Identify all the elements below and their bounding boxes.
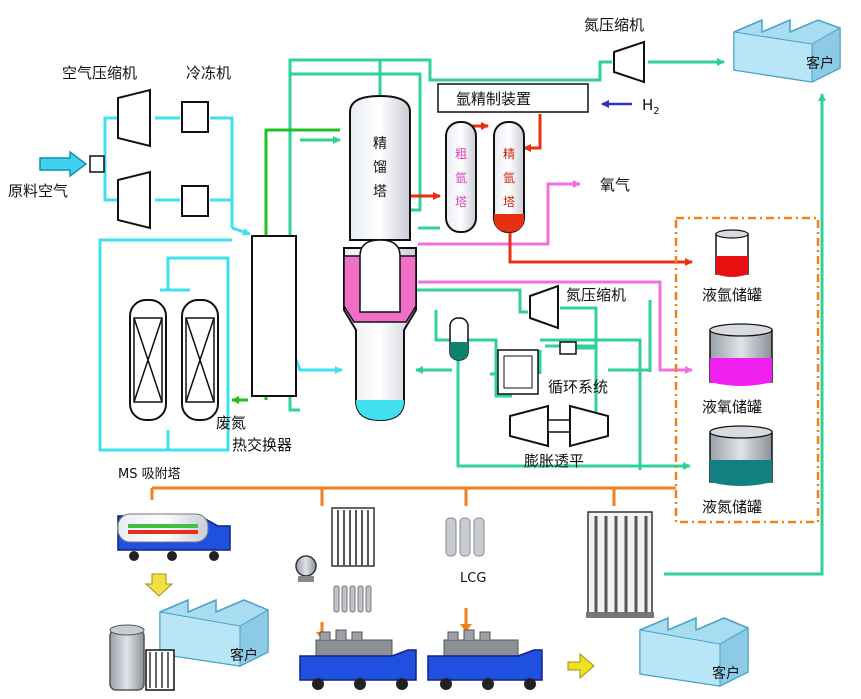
large-gas-rack: [586, 511, 654, 618]
gas-cylinders: [333, 585, 372, 613]
ms-adsorber-label: MS 吸附塔: [118, 467, 181, 482]
ms-adsorber-2: [181, 299, 219, 421]
storage-tanks-frame: [674, 216, 820, 524]
lcg-label: LCG: [460, 571, 486, 586]
tanker-truck: [117, 513, 231, 561]
column-char-1: 精: [373, 136, 387, 152]
crude-argon-char-1: 粗: [455, 147, 467, 161]
pure-argon-char-1: 精: [503, 147, 515, 161]
nitrogen-compressor-top-label: 氮压缩机: [584, 16, 644, 34]
refrigerator-group: 冷冻机: [181, 64, 231, 217]
nitrogen-compressor-mid: 氮压缩机: [529, 284, 626, 330]
air-filter: [89, 155, 105, 173]
refrigerator-1: [181, 101, 209, 133]
customer-building-bottom-right: 客户: [639, 616, 749, 687]
nitrogen-compressor-mid-label: 氮压缩机: [566, 286, 626, 304]
heat-exchanger: 热交换器 废氮: [216, 235, 297, 454]
liquid-argon-tank: 液氩储罐: [702, 229, 762, 304]
nitrogen-lines: [288, 58, 826, 576]
ms-adsorber-1: [129, 299, 167, 421]
liquid-nitrogen-tank: 液氮储罐: [702, 425, 773, 516]
argon-purifier-label: 氩精制装置: [456, 90, 531, 108]
customer-label-top: 客户: [806, 55, 834, 72]
heat-exchanger-label: 热交换器: [232, 436, 292, 454]
crude-argon-char-2: 氩: [455, 171, 467, 185]
air-compressor-label: 空气压缩机: [62, 64, 137, 82]
pure-argon-char-2: 氩: [503, 171, 515, 185]
column-char-2: 馏: [373, 160, 387, 176]
nitrogen-compressor-top: 氮压缩机: [584, 16, 645, 84]
raw-air-intake: 原料空气: [8, 150, 105, 200]
customer-label-bottom-left: 客户: [230, 647, 258, 664]
down-arrow-icon: [144, 573, 174, 597]
right-arrow-icon: [567, 652, 595, 680]
cycle-system-label: 循环系统: [548, 378, 608, 396]
cylinder-bundle-rack: [331, 507, 375, 567]
waste-nitrogen-label: 废氮: [216, 414, 246, 432]
distillation-column: 精 馏 塔: [343, 94, 417, 422]
liquid-argon-tank-label: 液氩储罐: [702, 286, 762, 304]
expansion-turbine-label: 膨胀透平: [524, 452, 584, 470]
crude-argon-column: 粗 氩 塔: [445, 121, 477, 233]
liquid-oxygen-tank-label: 液氧储罐: [702, 398, 762, 416]
separator-vessel: [449, 317, 469, 361]
refrigerator-label: 冷冻机: [186, 64, 231, 82]
raw-air-label: 原料空气: [8, 182, 68, 200]
flatbed-truck-2: [427, 629, 543, 690]
air-compressor-group: 空气压缩机: [62, 64, 151, 230]
onsite-storage-tank: [109, 624, 175, 691]
argon-purifier: 氩精制装置: [437, 83, 589, 113]
customer-building-bottom-left: 客户: [159, 598, 269, 667]
expansion-turbine: 膨胀透平: [509, 404, 609, 470]
raw-air-arrow-icon: [39, 150, 88, 178]
air-compressor-2: [117, 170, 151, 230]
crude-argon-char-3: 塔: [455, 195, 467, 209]
customer-label-bottom-right: 客户: [712, 665, 740, 682]
cycle-system: 循环系统: [497, 341, 608, 396]
h2-label: H2: [642, 96, 660, 117]
flatbed-truck-1: [299, 629, 417, 690]
air-compressor-1: [117, 88, 151, 148]
customer-building-top-right: 客户: [733, 18, 841, 83]
pure-argon-char-3: 塔: [503, 195, 515, 209]
refrigerator-2: [181, 185, 209, 217]
filling-pump: [295, 555, 317, 582]
ms-adsorber-group: MS 吸附塔: [118, 299, 219, 482]
liquid-nitrogen-tank-label: 液氮储罐: [702, 498, 762, 516]
arrow-head-2-icon: [460, 624, 472, 632]
liquid-oxygen-tank: 液氧储罐: [702, 323, 773, 416]
oxygen-gas-label: 氧气: [600, 176, 630, 194]
column-liquid-bottom: [356, 400, 404, 420]
pure-argon-column: 精 氩 塔: [493, 121, 525, 233]
column-char-3: 塔: [373, 184, 387, 200]
lcg-containers: LCG: [445, 517, 486, 586]
distribution-lines: [150, 486, 676, 506]
